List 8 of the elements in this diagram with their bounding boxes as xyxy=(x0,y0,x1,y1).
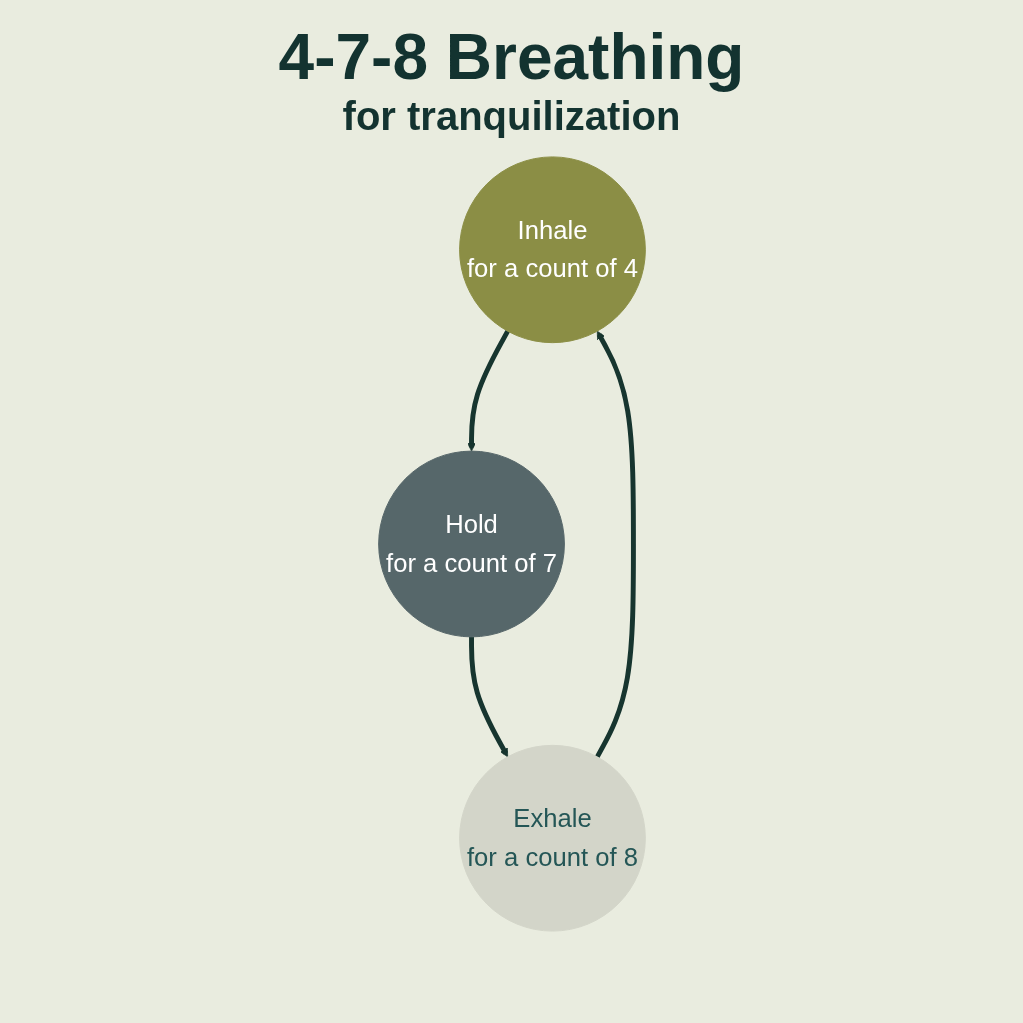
node-circle: Inhale for a count of 4 xyxy=(458,156,646,344)
node-circle: Hold for a count of 7 xyxy=(377,450,565,638)
title: 4-7-8 Breathing xyxy=(277,20,746,94)
arrow xyxy=(466,329,510,452)
node-circle: Exhale for a count of 8 xyxy=(458,744,646,932)
subtitle: for tranquilization xyxy=(342,94,681,139)
arrow xyxy=(594,330,636,759)
arrow xyxy=(468,636,508,758)
